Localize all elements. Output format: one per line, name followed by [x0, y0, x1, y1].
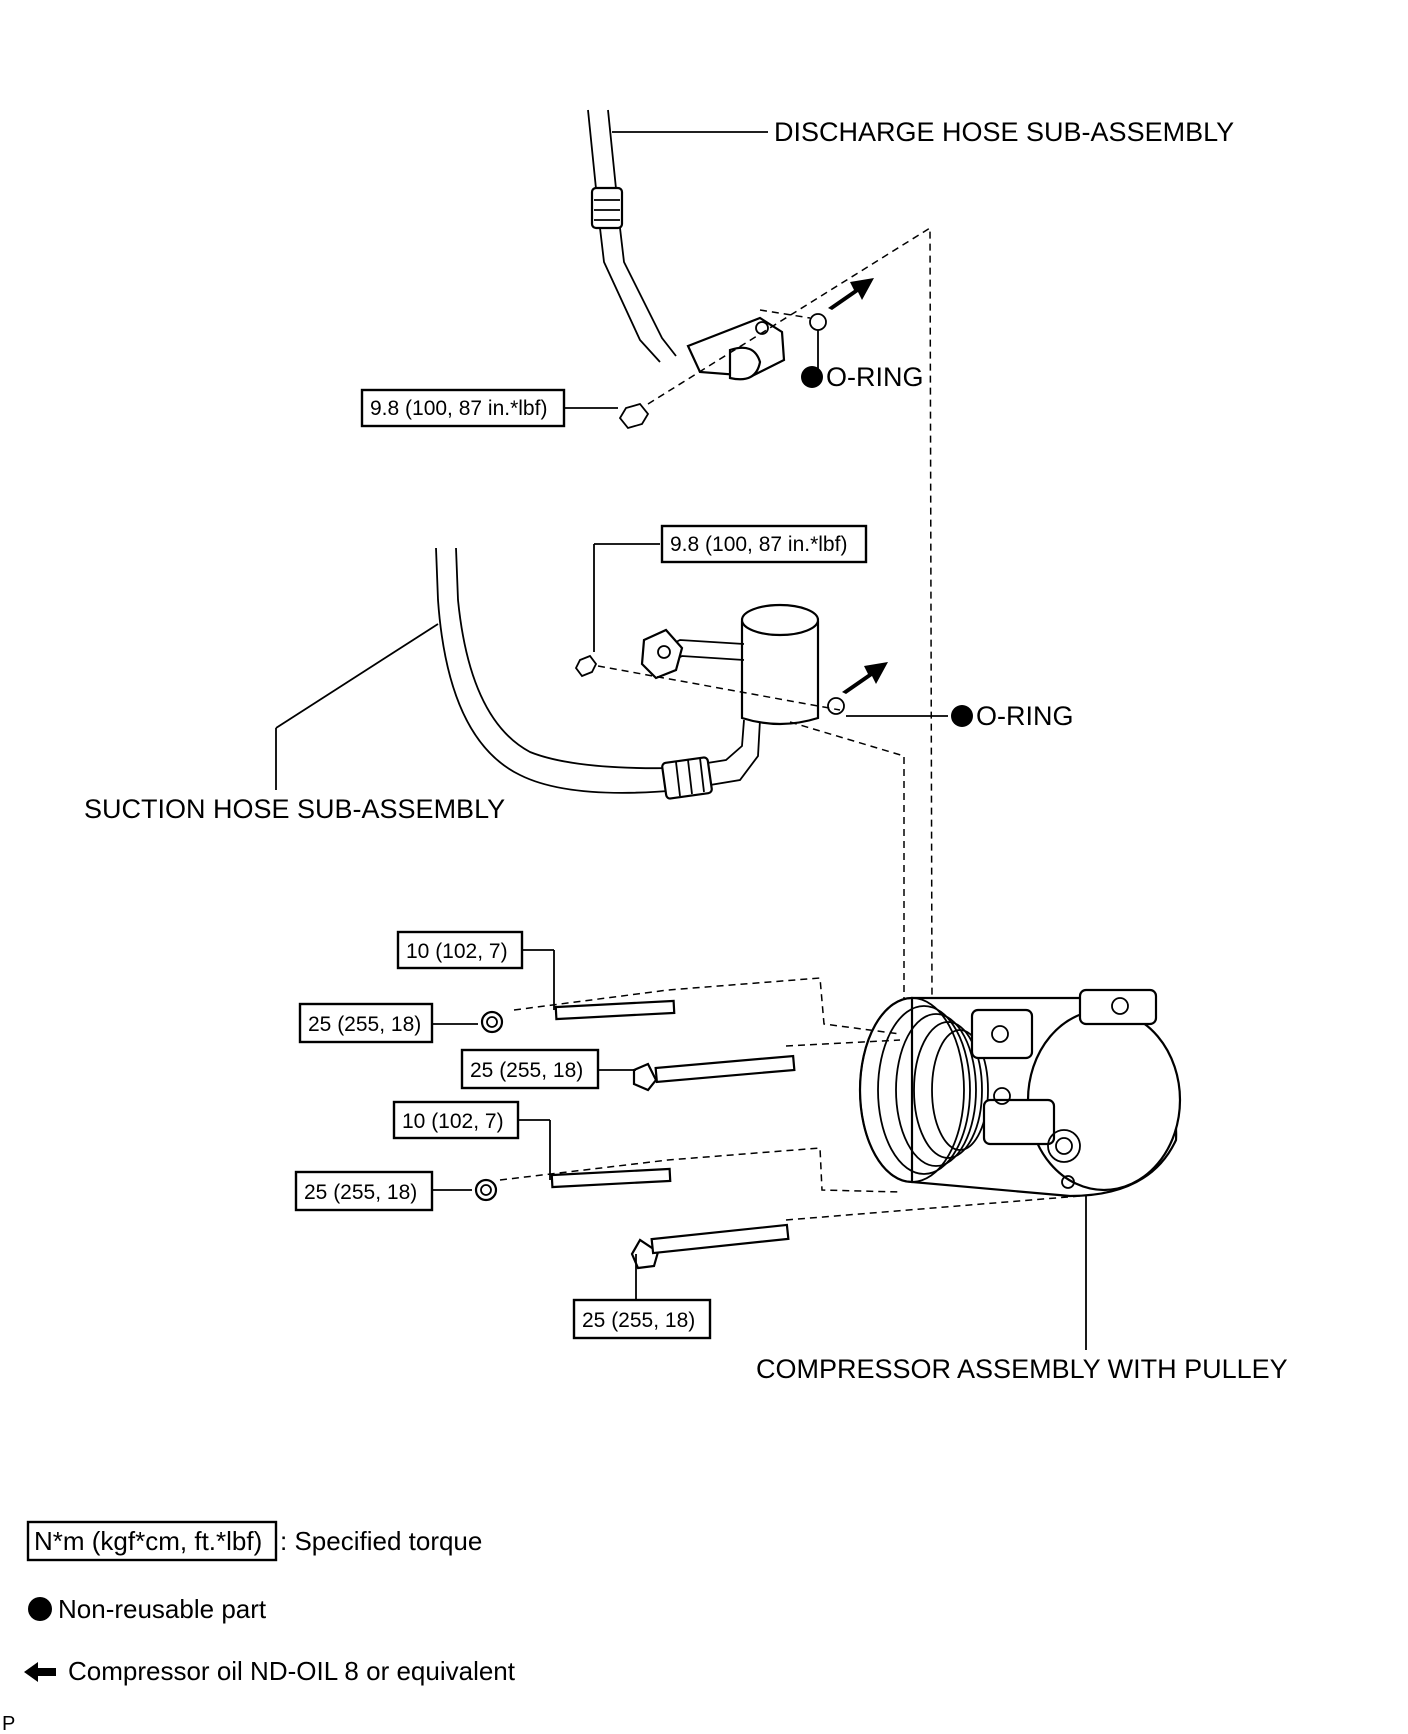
svg-text:10 (102, 7): 10 (102, 7) — [402, 1110, 504, 1133]
torque-box-suction-bolt: 9.8 (100, 87 in.*lbf) — [660, 524, 868, 564]
legend-oil-arrow-icon — [24, 1662, 56, 1682]
suction-hose-label: SUCTION HOSE SUB-ASSEMBLY — [84, 794, 505, 824]
o-ring-lower-shape — [827, 697, 845, 715]
svg-text:10 (102, 7): 10 (102, 7) — [406, 940, 508, 963]
nut-upper-shape — [480, 1010, 504, 1034]
torque-box-nut-upper: 25 (255, 18) — [298, 1002, 434, 1044]
o-ring-lower-label: O-RING — [976, 701, 1074, 731]
non-reusable-dot-upper — [801, 366, 823, 388]
stud-upper-shape — [554, 999, 676, 1021]
stud-lower-shape — [550, 1167, 672, 1189]
svg-text:25 (255, 18): 25 (255, 18) — [582, 1309, 695, 1332]
o-ring-upper-label: O-RING — [826, 362, 924, 392]
o-ring-upper-shape — [809, 313, 827, 331]
svg-text:25 (255, 18): 25 (255, 18) — [308, 1013, 421, 1036]
leader-lines — [275, 131, 1087, 1350]
svg-text:9.8 (100, 87 in.*lbf): 9.8 (100, 87 in.*lbf) — [670, 533, 847, 556]
legend-torque-units: N*m (kgf*cm, ft.*lbf) — [34, 1526, 262, 1556]
torque-box-discharge-bolt: 9.8 (100, 87 in.*lbf) — [360, 388, 566, 428]
discharge-hose-label: DISCHARGE HOSE SUB-ASSEMBLY — [774, 117, 1234, 147]
legend-oil-desc: Compressor oil ND-OIL 8 or equivalent — [68, 1656, 516, 1686]
bolt-upper-shape — [632, 1054, 796, 1092]
svg-text:25 (255, 18): 25 (255, 18) — [470, 1059, 583, 1082]
corner-mark: P — [2, 1713, 15, 1734]
bolt-lower-shape — [630, 1223, 790, 1270]
legend-torque-desc: : Specified torque — [280, 1526, 482, 1556]
non-reusable-dot-lower — [951, 705, 973, 727]
torque-box-bolt-upper: 25 (255, 18) — [460, 1048, 600, 1090]
svg-text:9.8 (100, 87 in.*lbf): 9.8 (100, 87 in.*lbf) — [370, 397, 547, 420]
svg-text:25 (255, 18): 25 (255, 18) — [304, 1181, 417, 1204]
torque-box-nut-lower: 25 (255, 18) — [294, 1170, 434, 1212]
nut-lower-shape — [474, 1178, 498, 1202]
legend-torque-box — [26, 1520, 278, 1562]
torque-box-bolt-lower: 25 (255, 18) — [572, 1298, 712, 1340]
legend-dot-icon — [28, 1597, 52, 1621]
compressor-label: COMPRESSOR ASSEMBLY WITH PULLEY — [756, 1354, 1288, 1384]
legend-nonreusable-desc: Non-reusable part — [58, 1594, 267, 1624]
torque-box-stud-upper: 10 (102, 7) — [396, 930, 524, 970]
suction-hose-drawing — [435, 547, 888, 800]
legend: N*m (kgf*cm, ft.*lbf) : Specified torque… — [24, 1520, 516, 1686]
torque-box-stud-lower: 10 (102, 7) — [392, 1100, 520, 1140]
compressor-drawing — [858, 988, 1182, 1198]
